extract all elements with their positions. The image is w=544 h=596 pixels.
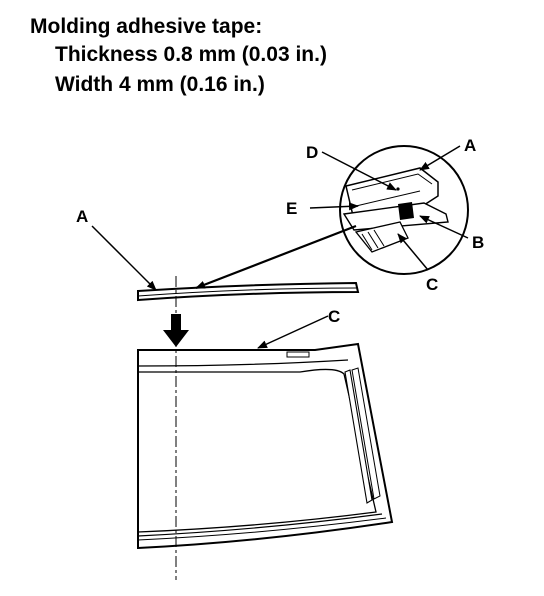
detail-magnifier: [339, 145, 469, 275]
callout-a-molding: A: [76, 207, 88, 226]
callout-d: D: [306, 143, 318, 162]
callout-e: E: [286, 199, 297, 218]
leader-lines: [91, 145, 469, 349]
callout-c-detail: C: [426, 275, 438, 294]
callout-c-windshield: C: [328, 307, 340, 326]
spec-width: Width 4 mm (0.16 in.): [55, 73, 265, 96]
callout-a-detail: A: [464, 136, 476, 155]
spec-title: Molding adhesive tape:: [30, 15, 263, 38]
windshield-glass: [137, 342, 394, 550]
spec-thickness: Thickness 0.8 mm (0.03 in.): [55, 43, 327, 66]
adhesive-tape-spec: Molding adhesive tape: Thickness 0.8 mm …: [30, 14, 327, 100]
install-direction-arrow-icon: [163, 314, 189, 347]
callout-b: B: [472, 233, 484, 252]
molding-strip: [137, 281, 360, 302]
